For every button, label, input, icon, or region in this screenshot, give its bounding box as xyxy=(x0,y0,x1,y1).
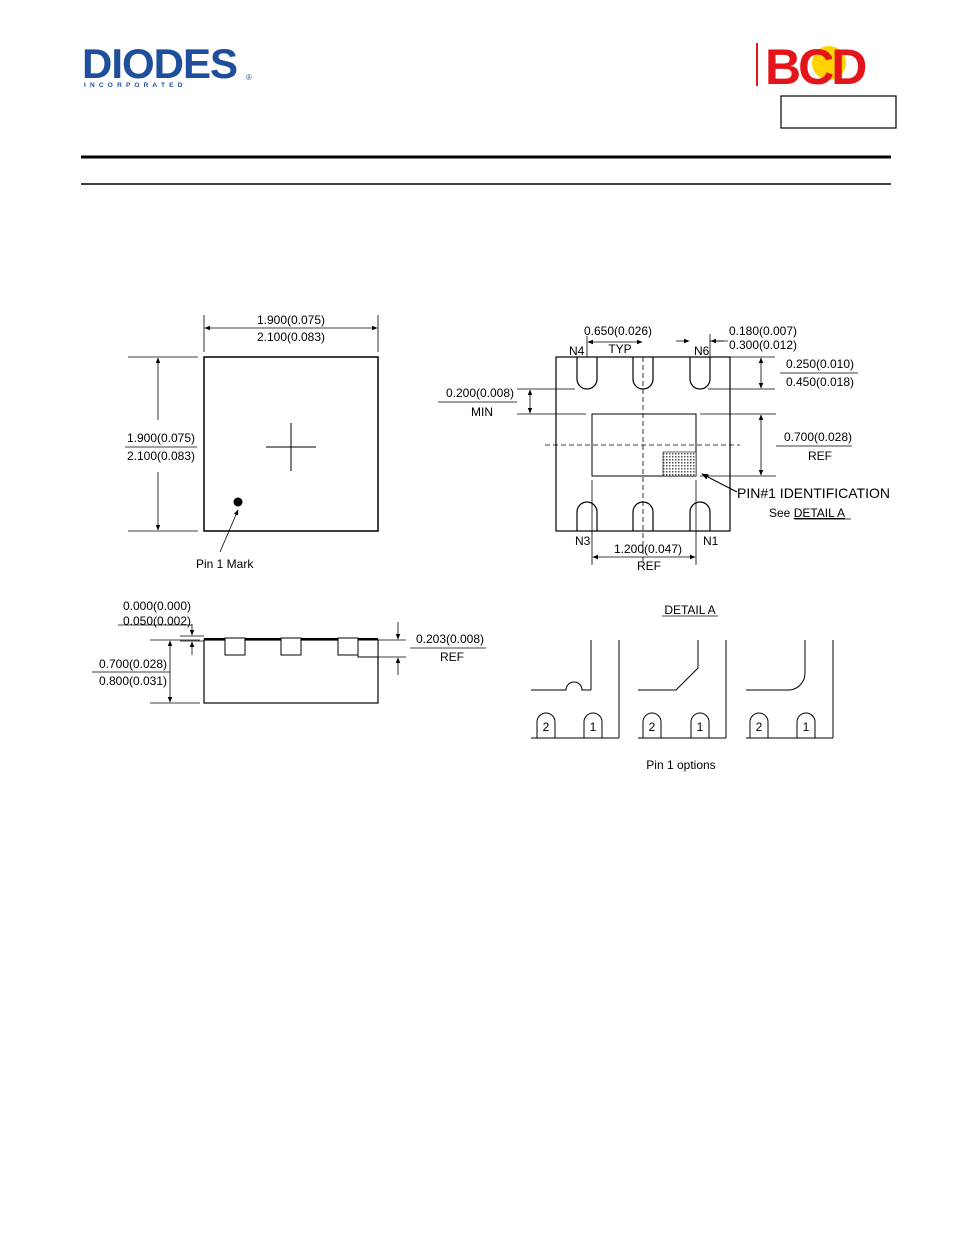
pin-n6-label: N6 xyxy=(694,344,710,358)
pin-n1-label: N1 xyxy=(703,534,719,548)
lead-thickness-ref: REF xyxy=(440,650,464,664)
part-number-box xyxy=(780,95,897,129)
bcd-logo: BCD xyxy=(756,39,869,95)
pad-width-max: 0.180(0.007) xyxy=(729,324,797,338)
top-width-min: 2.100(0.083) xyxy=(257,330,325,344)
pin1-mark-dot xyxy=(233,497,243,507)
pin1-options-caption: Pin 1 options xyxy=(646,758,715,772)
pad-length-min: 0.450(0.018) xyxy=(786,375,854,389)
bottom-view xyxy=(438,334,858,565)
min-value: 0.200(0.008) xyxy=(446,386,514,400)
side-height-min: 0.700(0.028) xyxy=(99,657,167,671)
pitch-typ: TYP xyxy=(608,342,631,356)
pad-width-min: 0.300(0.012) xyxy=(729,338,797,352)
epad-height-ref: REF xyxy=(808,449,832,463)
bcd-wordmark: BCD xyxy=(765,39,866,95)
opt1-pin2: 2 xyxy=(543,720,550,734)
pad-n3 xyxy=(576,501,598,531)
pad-n1 xyxy=(689,501,711,531)
side-lead-3 xyxy=(337,637,359,656)
epad-width-value: 1.200(0.047) xyxy=(614,542,682,556)
pin1-mark-label: Pin 1 Mark xyxy=(196,557,254,571)
diodes-subtitle: I N C O R P O R A T E D xyxy=(84,82,184,89)
side-lead-2 xyxy=(280,637,302,656)
opt2-pin1: 1 xyxy=(697,720,704,734)
opt3-pin1: 1 xyxy=(803,720,810,734)
pitch-value: 0.650(0.026) xyxy=(584,324,652,338)
pin-n3-label: N3 xyxy=(575,534,591,548)
epad-width-ref: REF xyxy=(637,559,661,573)
detail-a-option-3 xyxy=(746,640,834,739)
top-view-body xyxy=(203,356,379,532)
opt1-pin1: 1 xyxy=(590,720,597,734)
detail-a-title: DETAIL A xyxy=(664,603,715,617)
pad-length-max: 0.250(0.010) xyxy=(786,357,854,371)
pin1-id-hatch xyxy=(662,451,697,477)
standoff-min: 0.000(0.000) xyxy=(123,599,191,613)
side-view xyxy=(92,622,486,704)
standoff-max: 0.050(0.002) xyxy=(123,614,191,628)
see-detail-a: See DETAIL A xyxy=(769,506,845,520)
diodes-wordmark: DIODES xyxy=(82,40,237,87)
side-height-max: 0.800(0.031) xyxy=(99,674,167,688)
opt3-pin2: 2 xyxy=(756,720,763,734)
registered-mark: ® xyxy=(246,73,252,82)
bcd-logo-dot xyxy=(812,46,846,80)
detail-a-option-1 xyxy=(531,640,620,739)
pad-n4 xyxy=(576,357,598,390)
pin-n4-label: N4 xyxy=(569,344,585,358)
top-height-min: 2.100(0.083) xyxy=(127,449,195,463)
side-lead-4 xyxy=(357,639,379,658)
pin1-identification-label: PIN#1 IDENTIFICATION xyxy=(737,485,890,501)
lead-thickness-value: 0.203(0.008) xyxy=(416,632,484,646)
top-height-max: 1.900(0.075) xyxy=(127,431,195,445)
epad-height-value: 0.700(0.028) xyxy=(784,430,852,444)
min-label: MIN xyxy=(471,405,493,419)
opt2-pin2: 2 xyxy=(649,720,656,734)
top-width-max: 1.900(0.075) xyxy=(257,313,325,327)
top-view xyxy=(125,315,379,553)
pad-n6 xyxy=(689,357,711,390)
exposed-pad xyxy=(591,413,697,477)
detail-a-link[interactable]: DETAIL A xyxy=(794,506,845,520)
diodes-logo: DIODES ® I N C O R P O R A T E D xyxy=(82,40,252,89)
detail-a-option-2 xyxy=(638,640,727,739)
side-lead-1 xyxy=(224,637,246,656)
